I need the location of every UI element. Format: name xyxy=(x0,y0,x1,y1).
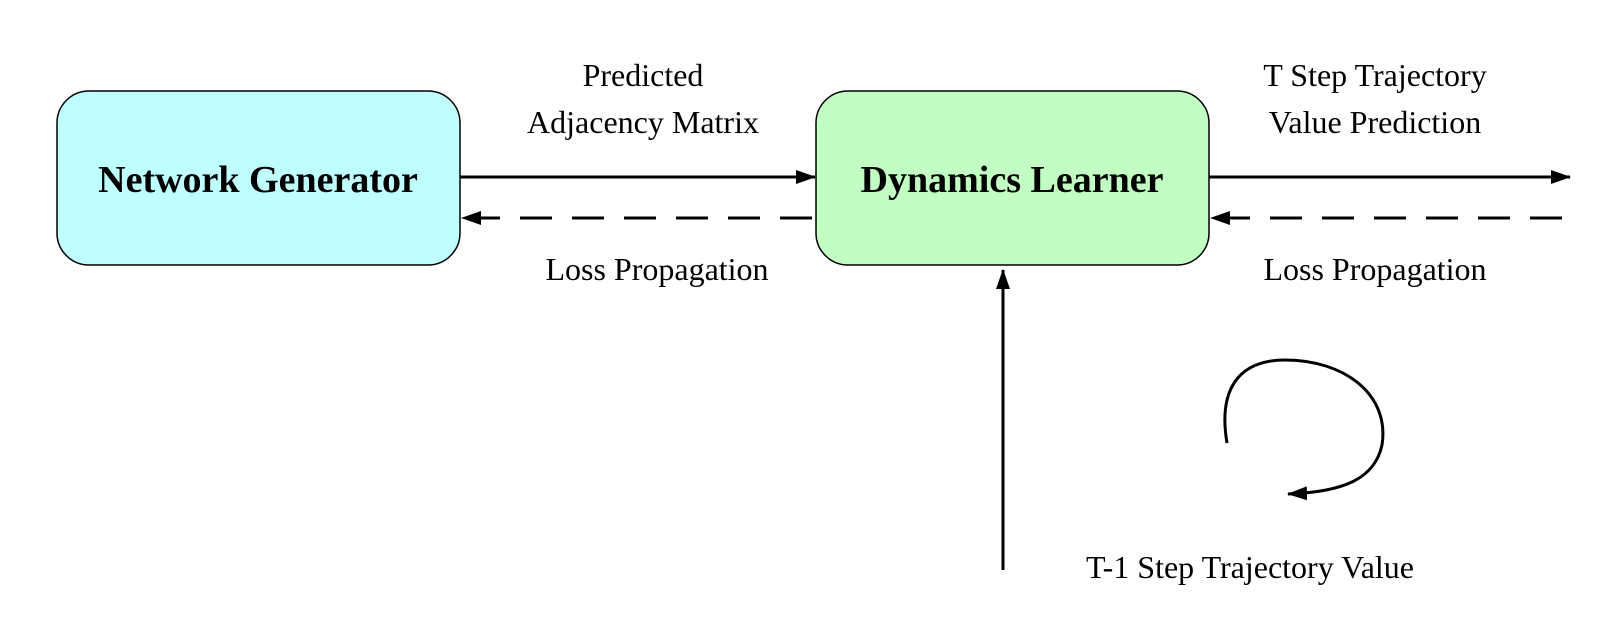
dynamics-learner-node[interactable]: Dynamics Learner xyxy=(815,90,1210,266)
predicted-adjacency-label-line1: Predicted xyxy=(583,57,704,93)
t1-step-input-label: T-1 Step Trajectory Value xyxy=(1086,549,1414,585)
dynamics-learner-label: Dynamics Learner xyxy=(861,159,1164,201)
predicted-adjacency-label-line2: Adjacency Matrix xyxy=(527,104,759,140)
loss-propagation-left-label: Loss Propagation xyxy=(545,251,768,287)
t-step-prediction-label-line1: T Step Trajectory xyxy=(1263,57,1486,93)
t-step-prediction-label-line2: Value Prediction xyxy=(1269,104,1481,140)
network-generator-label: Network Generator xyxy=(98,159,418,201)
network-generator-node[interactable]: Network Generator xyxy=(56,90,461,266)
recurrence-loop-arrow xyxy=(1223,358,1385,501)
loss-propagation-right-label: Loss Propagation xyxy=(1263,251,1486,287)
